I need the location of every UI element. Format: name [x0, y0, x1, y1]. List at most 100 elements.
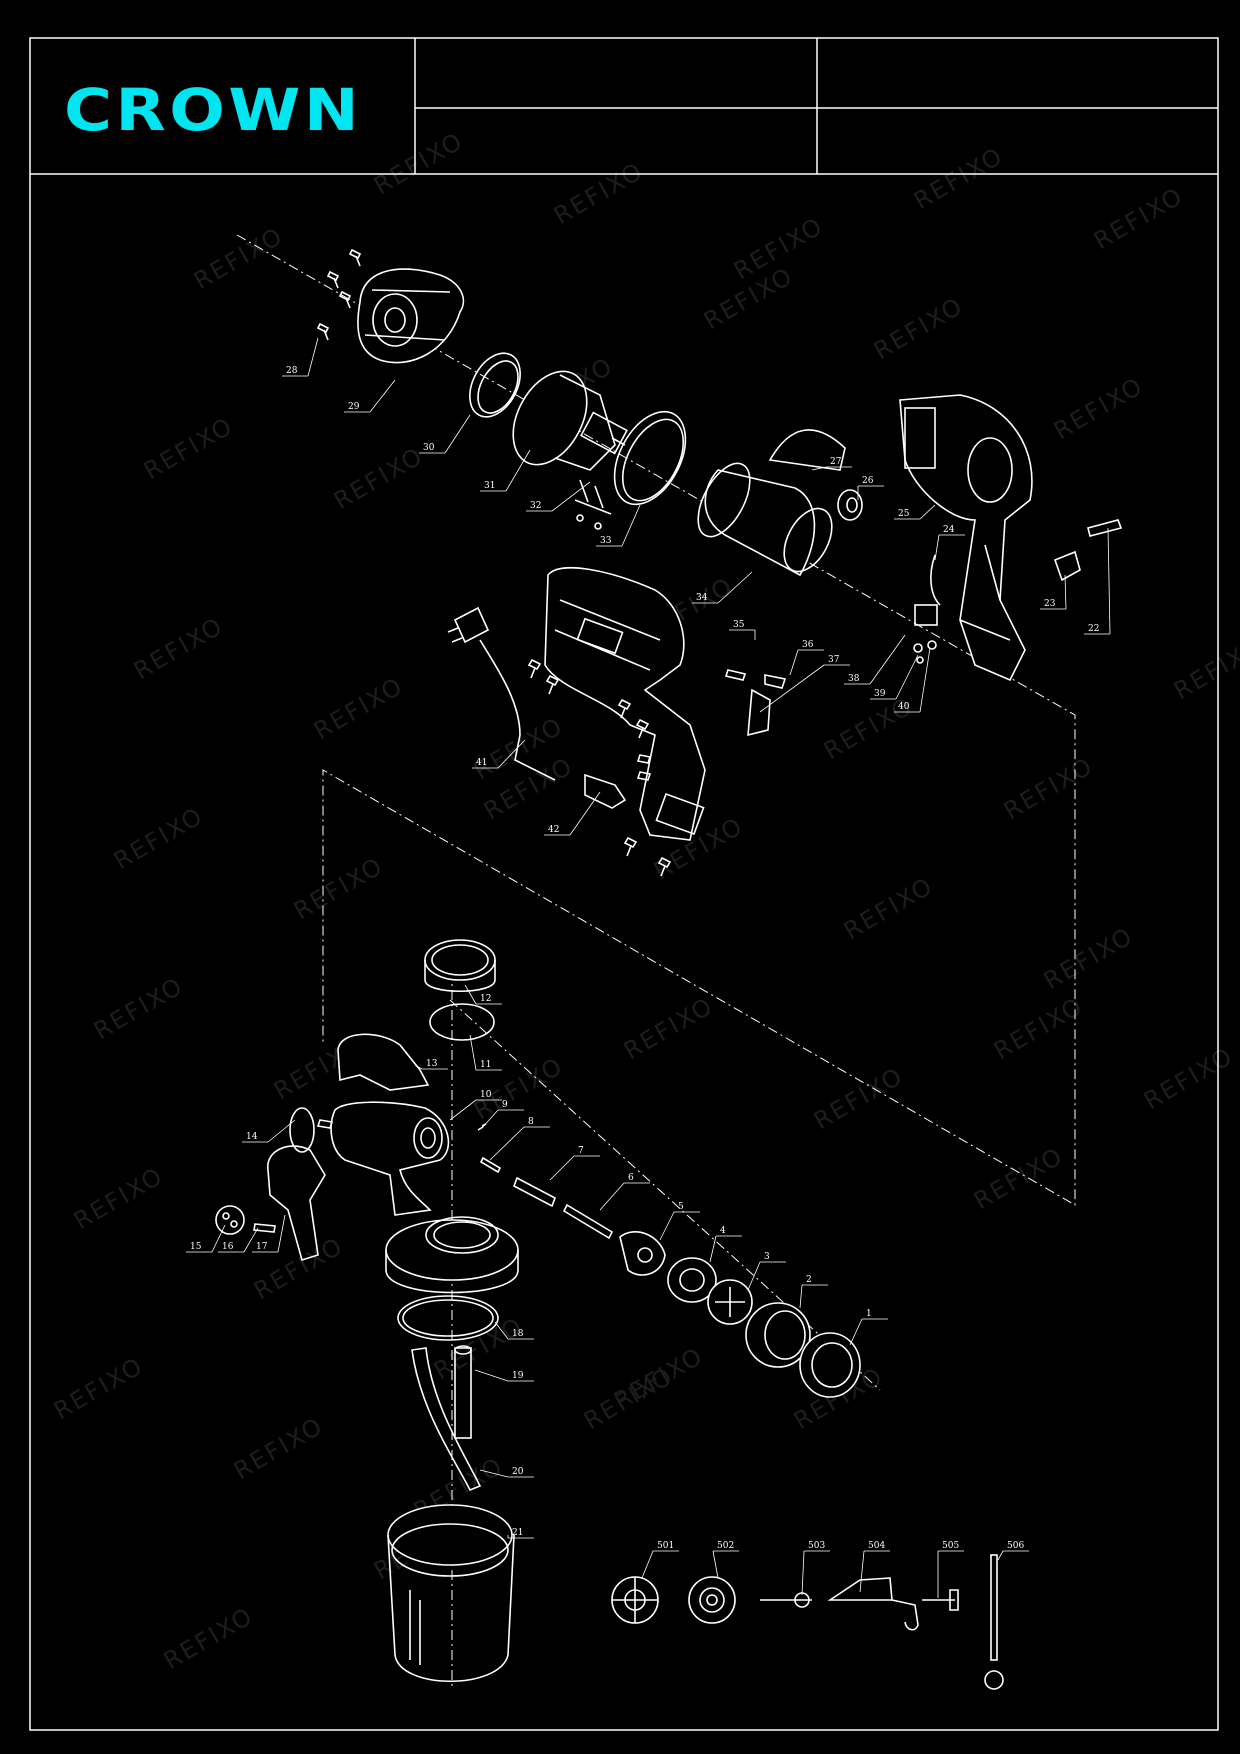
watermark-text: REFIXO — [619, 992, 718, 1066]
watermark-text: REFIXO — [89, 972, 188, 1046]
part-number-label: 34 — [696, 593, 708, 603]
bushing-26 — [837, 489, 863, 521]
part-number-label: 16 — [222, 1242, 234, 1252]
callout-leader — [369, 379, 396, 413]
watermark-text: REFIXO — [1039, 922, 1138, 996]
callout-12: 12 — [464, 984, 502, 1005]
callout-leader — [489, 1126, 525, 1161]
part-number-label: 18 — [512, 1329, 524, 1339]
part-number-label: 13 — [426, 1059, 438, 1069]
part-number-label: 505 — [942, 1541, 959, 1551]
callout-25: 25 — [894, 504, 936, 520]
part-number-label: 9 — [502, 1100, 508, 1110]
watermark-text: REFIXO — [839, 872, 938, 946]
part-number-label: 25 — [898, 509, 910, 519]
watermark-text: REFIXO — [189, 222, 288, 296]
part-number-label: 502 — [717, 1541, 734, 1551]
spring-clip-27 — [768, 429, 846, 471]
callout-leader — [919, 647, 931, 713]
callout-leader — [444, 414, 471, 454]
hose-20 — [411, 1347, 482, 1492]
watermark-text: REFIXO — [579, 1362, 678, 1436]
watermark-text: REFIXO — [989, 992, 1088, 1066]
callout-5: 5 — [659, 1202, 700, 1241]
watermark-text: REFIXO — [289, 852, 388, 926]
part-number-label: 39 — [874, 689, 886, 699]
watermark-text: REFIXO — [49, 1352, 148, 1426]
suction-tube-19 — [454, 1345, 472, 1439]
nozzle-3 — [707, 1279, 753, 1325]
callout-40: 40 — [894, 647, 931, 713]
callout-leader — [267, 1119, 296, 1143]
callout-41: 41 — [472, 739, 526, 769]
housing-screws — [527, 658, 672, 877]
callout-32: 32 — [526, 481, 591, 512]
callout-leader — [599, 1182, 625, 1211]
switch-23 — [1053, 550, 1081, 582]
holder-13 — [337, 1033, 430, 1091]
watermark-text: REFIXO — [369, 127, 468, 201]
part-number-label: 23 — [1044, 599, 1056, 609]
part-number-label: 28 — [286, 366, 298, 376]
callout-30: 30 — [419, 414, 471, 454]
part-number-label: 3 — [764, 1252, 770, 1262]
watermark-text: REFIXO — [229, 1412, 328, 1486]
part-number-label: 10 — [480, 1090, 492, 1100]
callout-8: 8 — [489, 1117, 550, 1161]
callout-leader — [505, 449, 531, 492]
callout-37: 37 — [759, 655, 850, 713]
part-number-label: 501 — [657, 1541, 674, 1551]
watermark-text: REFIXO — [69, 1162, 168, 1236]
part-number-label: 37 — [828, 655, 840, 665]
callout-20: 20 — [479, 1467, 534, 1478]
callout-leader — [919, 504, 936, 520]
callout-502: 502 — [712, 1541, 739, 1579]
callout-2: 2 — [799, 1275, 828, 1309]
callout-leader — [849, 1318, 863, 1346]
part-number-label: 8 — [528, 1117, 534, 1127]
watermark-text: REFIXO — [1169, 632, 1240, 706]
retaining-ring-1 — [799, 1332, 861, 1398]
part-number-label: 4 — [720, 1226, 726, 1236]
part-number-label: 27 — [830, 457, 842, 467]
air-cap-2 — [745, 1302, 811, 1368]
callout-leader — [759, 664, 825, 713]
part-number-label: 19 — [512, 1371, 524, 1381]
callout-6: 6 — [599, 1173, 650, 1211]
accessory-506 — [984, 1554, 1004, 1690]
callout-505: 505 — [937, 1541, 964, 1598]
watermark-text: REFIXO — [329, 442, 428, 516]
callout-26: 26 — [857, 476, 884, 500]
callout-leader — [869, 634, 906, 685]
callout-leader — [449, 1099, 477, 1121]
part-number-label: 42 — [548, 825, 559, 835]
crown-logo: CROWN — [64, 76, 362, 144]
callout-leader — [799, 1284, 803, 1309]
part-number-label: 24 — [943, 525, 955, 535]
accessory-503 — [760, 1592, 812, 1608]
callout-16: 16 — [218, 1227, 259, 1253]
container-cap-12 — [424, 939, 496, 993]
callout-leader — [479, 1469, 509, 1478]
callout-22: 22 — [1084, 527, 1111, 635]
fan-assembly — [512, 370, 628, 471]
callout-21: 21 — [507, 1528, 534, 1539]
callout-leader — [789, 649, 799, 676]
valve-5 — [619, 1231, 666, 1276]
callout-504: 504 — [859, 1541, 890, 1593]
callout-17: 17 — [252, 1214, 286, 1253]
part-number-label: 30 — [423, 443, 435, 453]
trigger-wire-24 — [930, 554, 941, 606]
accessory-505 — [922, 1589, 959, 1611]
part-number-label: 504 — [868, 1541, 885, 1551]
watermark-text: REFIXO — [159, 1602, 258, 1676]
callout-leader — [709, 1235, 717, 1263]
accessory-501 — [611, 1576, 659, 1624]
rear-cover — [357, 268, 465, 364]
callout-11: 11 — [469, 1034, 502, 1071]
gasket-18 — [397, 1295, 499, 1341]
part-number-label: 41 — [476, 758, 487, 768]
housing-half-25 — [899, 394, 1033, 682]
callout-leader — [497, 739, 526, 769]
